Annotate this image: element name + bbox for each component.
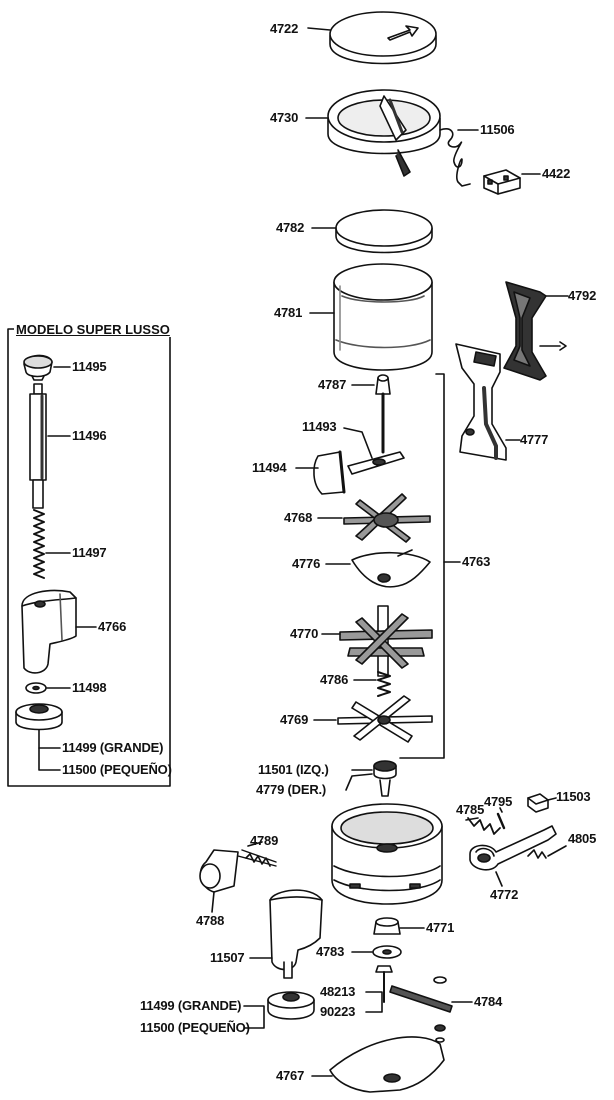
pin-4795-part <box>496 812 506 830</box>
inset-label-11495: 11495 <box>72 359 107 374</box>
foot-11499-main-part <box>267 991 315 1020</box>
cap-11494-part <box>313 450 346 495</box>
top-housing-4730-part <box>327 89 441 177</box>
clamp-4789-part <box>199 849 277 893</box>
knob-4771-part <box>373 917 401 935</box>
cylinder-4781-part <box>333 263 433 371</box>
label-4792: 4792 <box>568 288 597 303</box>
plate-4776-part <box>351 549 431 588</box>
label-11506: 11506 <box>480 122 515 137</box>
spring-4805-part <box>527 849 547 859</box>
label-11507: 11507 <box>210 950 245 965</box>
base-bowl-part <box>331 803 443 905</box>
plate-4767-part <box>329 1036 445 1093</box>
disc-4782-part <box>335 209 433 254</box>
label-4782: 4782 <box>276 220 305 235</box>
label-4781: 4781 <box>274 305 303 320</box>
label-4772: 4772 <box>490 887 519 902</box>
lid-4722-part <box>329 11 437 65</box>
gasket-4792-part <box>503 281 567 381</box>
label-4776: 4776 <box>292 556 321 571</box>
lever-4772-part <box>469 825 557 871</box>
label-4787: 4787 <box>318 377 347 392</box>
inset-label-11499: 11499 (GRANDE) <box>62 740 164 755</box>
label-11493: 11493 <box>302 419 337 434</box>
label-4779: 4779 (DER.) <box>256 782 327 797</box>
inset-label-11500: 11500 (PEQUEÑO) <box>62 762 172 777</box>
nut-48213-part <box>375 965 393 1003</box>
spring-4785-part <box>467 817 501 835</box>
label-4730: 4730 <box>270 110 299 125</box>
label-4788: 4788 <box>196 913 225 928</box>
cord-11506-part <box>439 128 471 187</box>
nut-11501-part <box>373 760 397 797</box>
label-4771: 4771 <box>426 920 455 935</box>
inset-label-11498: 11498 <box>72 680 107 695</box>
rod-4787-part <box>375 374 391 454</box>
washer-11498-part <box>25 682 47 694</box>
label-48213: 48213 <box>320 984 356 999</box>
label-11503: 11503 <box>556 789 591 804</box>
label-4783: 4783 <box>316 944 345 959</box>
strip-4784-part <box>389 976 453 1043</box>
knob-11495-part <box>23 354 53 381</box>
label-4768: 4768 <box>284 510 313 525</box>
spring-4786-part <box>377 671 391 697</box>
spring-11497-part <box>33 509 45 579</box>
label-4770: 4770 <box>290 626 319 641</box>
label-11501: 11501 (IZQ.) <box>258 762 329 777</box>
label-4805: 4805 <box>568 831 597 846</box>
connector-4422-part <box>483 169 521 195</box>
label-4789: 4789 <box>250 833 279 848</box>
block-11503-part <box>527 793 549 813</box>
washer-4783-part <box>372 945 402 959</box>
label-90223: 90223 <box>320 1004 356 1019</box>
frame-4777-part <box>455 343 507 461</box>
inset-label-11497: 11497 <box>72 545 107 560</box>
label-4777: 4777 <box>520 432 549 447</box>
label-4785: 4785 <box>456 802 485 817</box>
inset-title: MODELO SUPER LUSSO <box>14 322 172 337</box>
label-4795: 4795 <box>484 794 513 809</box>
label-4784: 4784 <box>474 994 503 1009</box>
blade-4768-part <box>343 493 431 543</box>
label-11500-main: 11500 (PEQUEÑO) <box>140 1020 250 1035</box>
label-4763: 4763 <box>462 554 491 569</box>
label-4722: 4722 <box>270 21 299 36</box>
inset-label-11496: 11496 <box>72 428 107 443</box>
blade-shaft-4770-part <box>339 605 433 677</box>
label-4767: 4767 <box>276 1068 305 1083</box>
rod-11496-part <box>29 383 47 509</box>
foot-11499-part <box>15 703 63 731</box>
blade-4769-part <box>337 695 433 743</box>
label-11499-main: 11499 (GRANDE) <box>140 998 242 1013</box>
holder-4766-part <box>21 589 77 674</box>
label-4769: 4769 <box>280 712 309 727</box>
label-11494: 11494 <box>252 460 287 475</box>
label-4786: 4786 <box>320 672 349 687</box>
bar-11493-part <box>347 451 405 475</box>
inset-label-4766: 4766 <box>98 619 127 634</box>
label-4422: 4422 <box>542 166 571 181</box>
holder-11507-part <box>269 889 323 979</box>
